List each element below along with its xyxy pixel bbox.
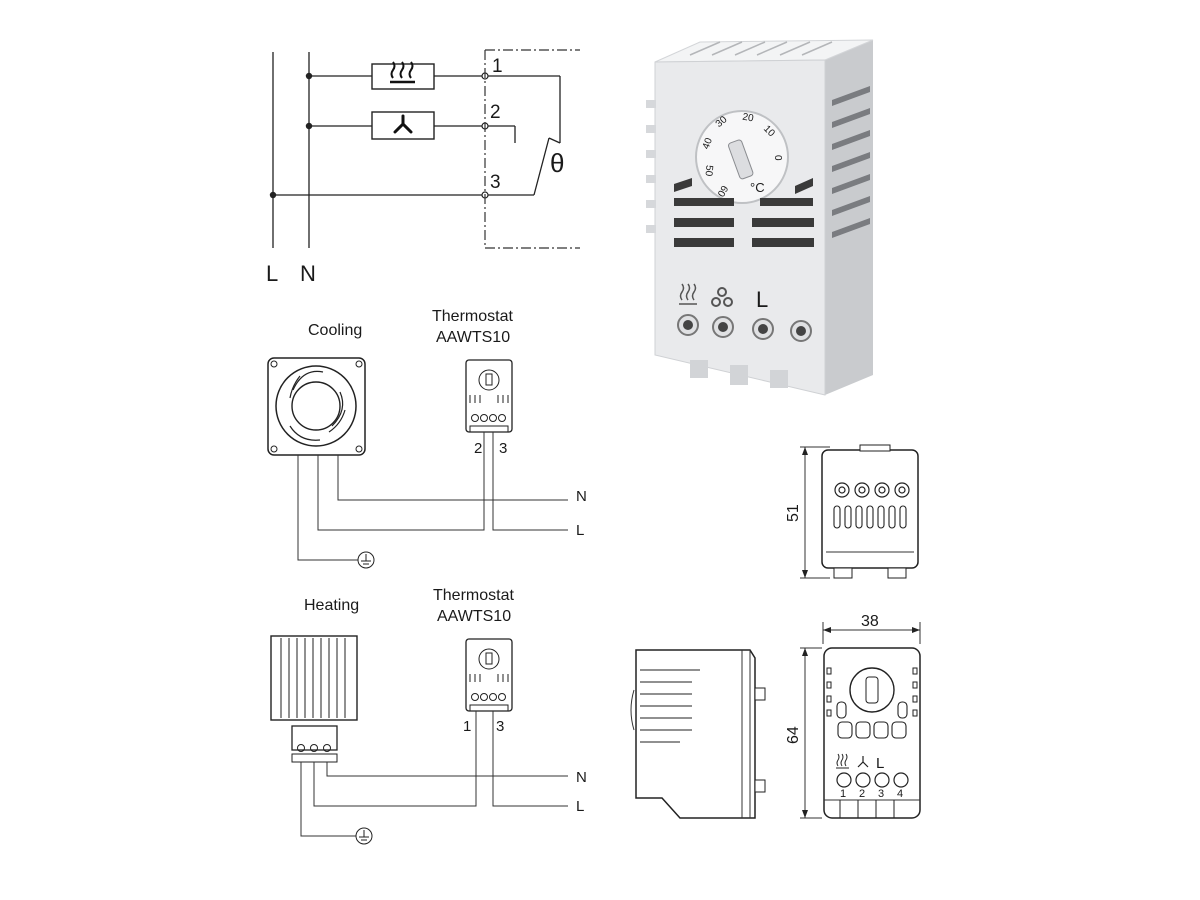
front-terminal-number: 2 [859, 788, 865, 800]
front-terminal-number: 4 [897, 788, 903, 800]
dial-number: 50 [702, 165, 714, 177]
heating-thermostat-model: AAWTS10 [437, 608, 511, 625]
cooling-title: Cooling [308, 322, 362, 339]
mini-thermostat-icon [465, 359, 513, 433]
line-n-label: N [300, 261, 316, 286]
dial-number: 40 [701, 136, 715, 151]
heating-terminal-b: 3 [496, 718, 504, 735]
terminal-3-label: 3 [490, 172, 501, 193]
front-view-drawing: 38 64 [785, 613, 921, 819]
heating-wiring-diagram: Heating Thermostat AAWTS10 [270, 587, 587, 845]
terminal-1-label: 1 [492, 56, 503, 77]
heat-icon [836, 753, 849, 769]
front-terminal-l-label: L [876, 755, 884, 772]
front-terminal-number: 3 [878, 788, 884, 800]
cooling-thermostat-model: AAWTS10 [436, 329, 510, 346]
width-dimension: 38 [861, 613, 879, 630]
heat-icon [390, 61, 415, 84]
terminal-l-label: L [756, 287, 768, 312]
ground-icon [355, 827, 373, 845]
height-dimension: 64 [785, 726, 802, 744]
cooling-wire-n: N [576, 488, 587, 505]
dial-number: 60 [714, 183, 729, 199]
heater-unit-icon [270, 635, 358, 763]
cooling-thermostat-label: Thermostat [432, 308, 513, 325]
dial-number: 0 [772, 155, 783, 161]
heating-title: Heating [304, 597, 359, 614]
heating-terminal-a: 1 [463, 718, 471, 735]
product-photo: 60 50 40 30 20 10 0 °C [646, 39, 874, 396]
ground-icon [357, 551, 375, 569]
cooling-wire-l: L [576, 522, 584, 539]
fan-icon [711, 287, 733, 307]
fan-unit-icon [267, 357, 366, 456]
dial-pointer [727, 139, 754, 180]
mini-thermostat-icon [465, 638, 513, 712]
dial-unit-label: °C [750, 180, 765, 195]
side-view-drawing [630, 649, 766, 819]
dial-number: 20 [742, 112, 755, 125]
front-terminal-number: 1 [840, 788, 846, 800]
cooling-wiring-diagram: Cooling Thermostat AAWTS10 [267, 308, 587, 569]
terminal-2-label: 2 [490, 102, 501, 123]
cooling-terminal-a: 2 [474, 440, 482, 457]
circuit-schematic: 1 2 3 θ L N [266, 49, 580, 286]
screw-terminals [677, 314, 812, 342]
fan-icon [393, 114, 413, 134]
heating-wire-n: N [576, 769, 587, 786]
top-view-drawing: 51 [785, 444, 919, 579]
front-vents [674, 178, 814, 247]
depth-dimension: 51 [785, 504, 802, 522]
cooling-terminal-b: 3 [499, 440, 507, 457]
heating-wire-l: L [576, 798, 584, 815]
fan-icon [857, 756, 869, 768]
line-l-label: L [266, 261, 278, 286]
heat-icon [679, 283, 697, 305]
thermal-switch-symbol: θ [550, 148, 564, 178]
heating-thermostat-label: Thermostat [433, 587, 514, 604]
